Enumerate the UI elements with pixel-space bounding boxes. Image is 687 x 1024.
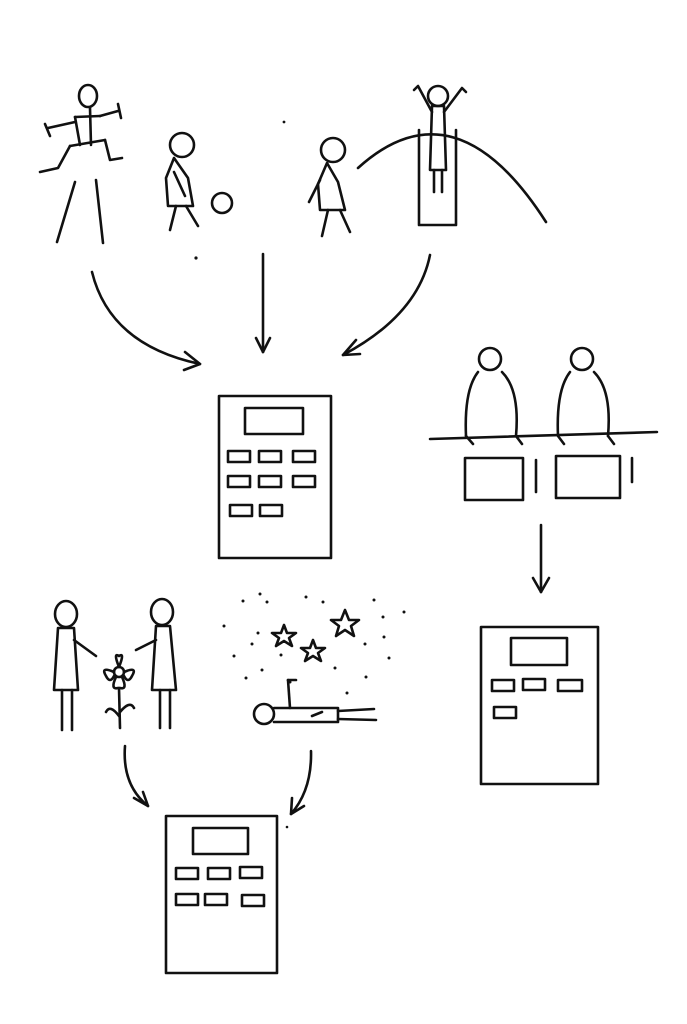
right-arrow	[531, 523, 551, 594]
walking-child-icon	[282, 120, 352, 238]
document-right	[479, 625, 600, 786]
top-middle-arrow	[254, 252, 272, 354]
bottom-left-arrow	[123, 744, 150, 808]
stargazing-figure-icon	[222, 592, 406, 726]
bottom-right-arrow	[289, 749, 313, 816]
top-left-arrow	[90, 270, 202, 372]
ball-playing-child-icon	[164, 131, 234, 260]
seated-figures-at-table-icon	[428, 346, 659, 502]
jumping-figure-icon	[38, 83, 124, 245]
figures-with-flower-icon	[52, 597, 178, 732]
figure-on-slide-icon	[356, 84, 548, 227]
document-bottom	[164, 814, 289, 975]
top-right-arrow	[341, 253, 432, 357]
document-top	[217, 394, 333, 560]
